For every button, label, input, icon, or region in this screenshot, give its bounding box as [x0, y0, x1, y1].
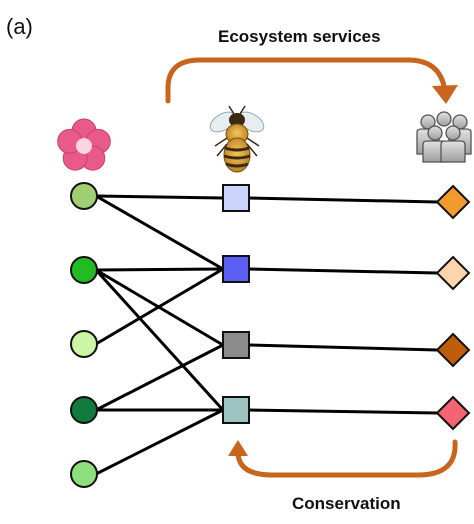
bee-icon [209, 105, 265, 173]
flower-icon [57, 118, 111, 171]
service-node-2 [435, 255, 471, 291]
plant-pollinator-edge [95, 194, 224, 271]
service-nodes [435, 184, 471, 431]
panel-label: (a) [6, 14, 33, 39]
people-icon [416, 111, 472, 163]
plant-node-5 [70, 460, 98, 488]
plant-node-3 [70, 330, 98, 358]
pollinator-node-3 [222, 331, 250, 359]
plant-pollinator-edge [95, 267, 224, 272]
service-node-3 [435, 332, 471, 368]
service-node-4 [435, 395, 471, 431]
plant-pollinator-edge [95, 267, 224, 346]
pollinator-node-1 [222, 184, 250, 212]
service-node-1 [435, 184, 471, 220]
plant-nodes [70, 182, 98, 488]
pollinator-service-edge [248, 267, 438, 275]
plant-pollinator-edge [95, 194, 224, 200]
plant-pollinator-edge [94, 268, 225, 412]
pollinator-service-edge [248, 196, 438, 204]
pollinator-service-edge [248, 408, 438, 415]
pollinator-service-edge [248, 343, 438, 352]
pollinator-node-2 [222, 255, 250, 283]
network-edges [94, 194, 438, 476]
pollinator-nodes [222, 184, 250, 424]
plant-pollinator-edge [95, 408, 224, 476]
plant-node-2 [70, 256, 98, 284]
ecosystem-services-arrow [165, 57, 458, 104]
plant-pollinator-edge [95, 343, 224, 412]
pollinator-node-4 [222, 396, 250, 424]
plant-node-1 [70, 182, 98, 210]
ecosystem-services-label: Ecosystem services [218, 27, 381, 46]
plant-node-4 [70, 396, 98, 424]
conservation-label: Conservation [292, 494, 401, 513]
conservation-arrow [228, 439, 458, 478]
